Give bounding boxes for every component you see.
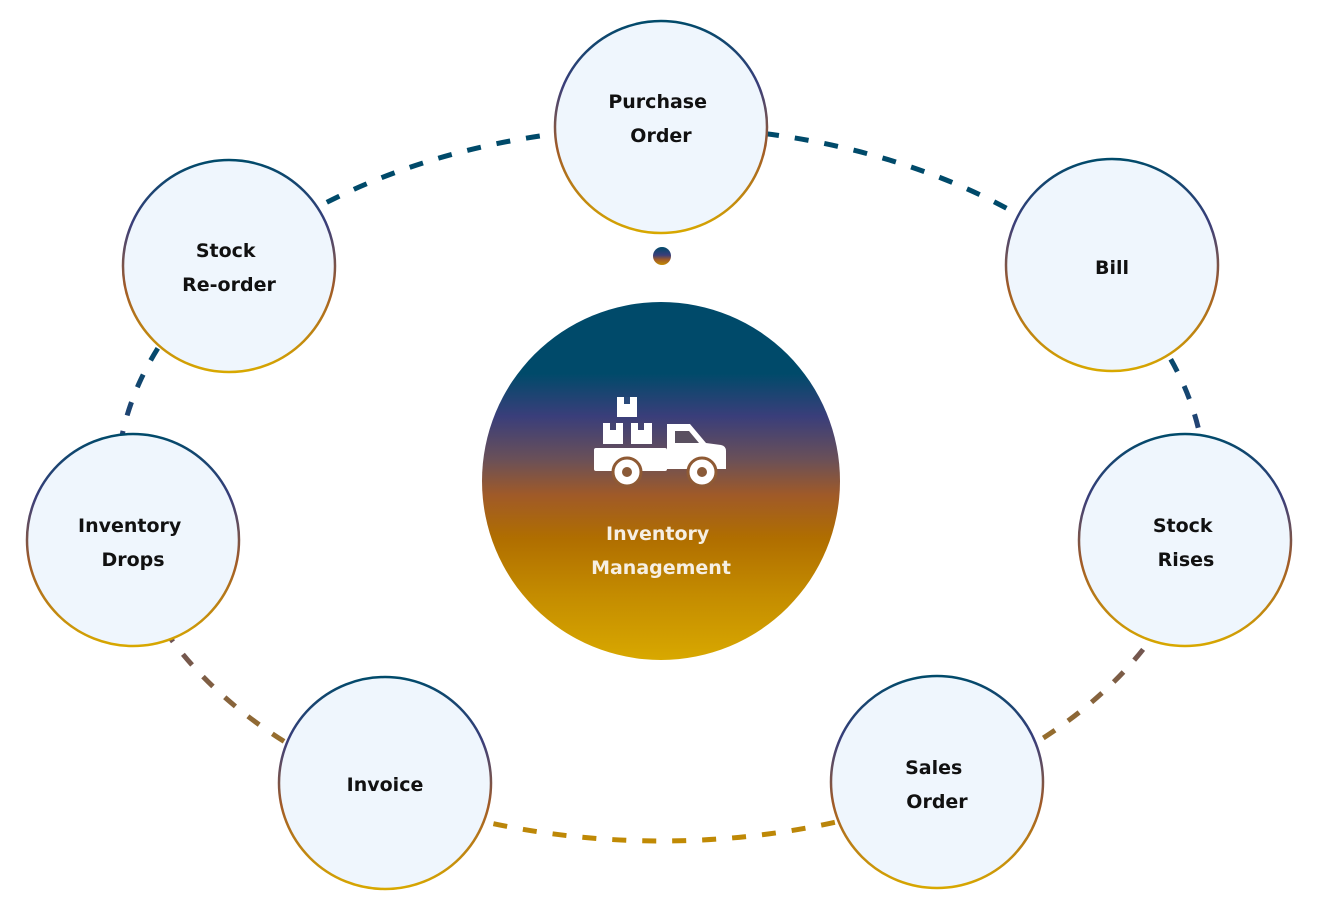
node-stock-reorder-label: Stock Re-order (182, 240, 276, 296)
node-stock-reorder[interactable]: Stock Re-order (121, 158, 337, 374)
node-inventory-drops-circle (25, 432, 241, 648)
node-stock-rises[interactable]: Stock Rises (1077, 432, 1293, 648)
center-connector-dot (653, 247, 671, 265)
node-bill-label: Bill (1095, 257, 1129, 279)
node-bill-circle (1004, 157, 1220, 373)
center-hub[interactable]: Inventory Management (482, 302, 840, 660)
center-hub-label-line-2: Management (591, 557, 731, 579)
node-inventory-drops[interactable]: Inventory Drops (25, 432, 241, 648)
node-stock-reorder-circle (121, 158, 337, 374)
node-inventory-drops-label: Inventory Drops (78, 515, 188, 571)
node-stock-rises-circle (1077, 432, 1293, 648)
node-sales-order-circle (829, 674, 1045, 890)
node-invoice-label: Invoice (347, 774, 424, 796)
center-hub-disk (482, 302, 840, 660)
node-sales-order[interactable]: Sales Order (829, 674, 1045, 890)
node-invoice-circle (277, 675, 493, 891)
node-purchase-order[interactable]: Purchase Order (553, 19, 769, 235)
node-purchase-order-circle (553, 19, 769, 235)
truck-with-boxes-icon (594, 397, 726, 488)
node-bill[interactable]: Bill (1004, 157, 1220, 373)
node-sales-order-label: Sales Order (905, 757, 969, 813)
node-invoice[interactable]: Invoice (277, 675, 493, 891)
center-hub-label-line-1: Inventory (606, 523, 710, 545)
center-hub-label: Inventory Management (591, 523, 731, 579)
center-connector (653, 247, 671, 304)
node-stock-rises-label: Stock Rises (1153, 515, 1219, 571)
node-purchase-order-label: Purchase Order (608, 91, 713, 147)
